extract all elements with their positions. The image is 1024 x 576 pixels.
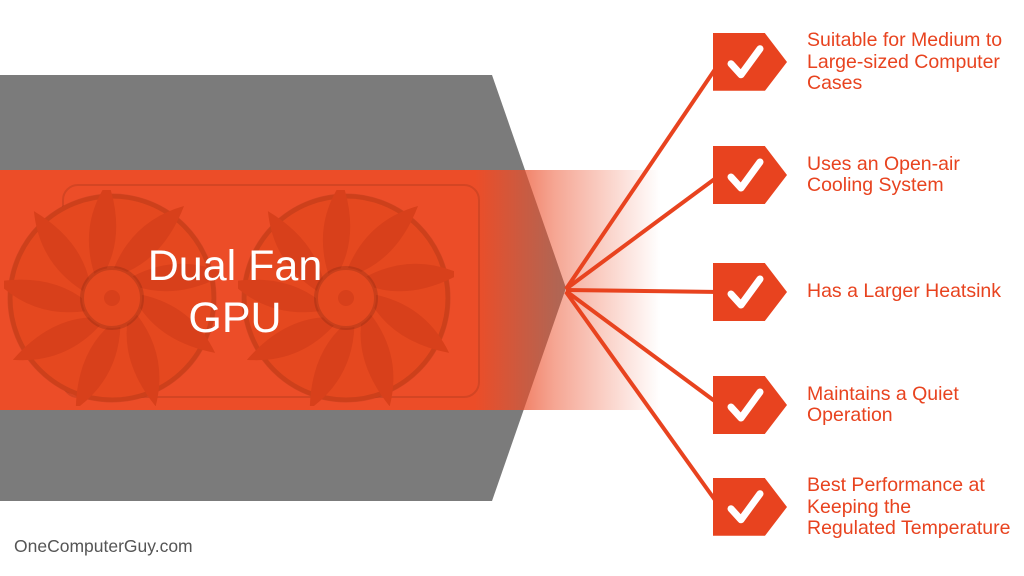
check-icon — [727, 388, 764, 422]
benefit-text: Has a Larger Heatsink — [807, 280, 1002, 303]
check-badge — [713, 478, 787, 536]
gpu-fan-right-icon — [238, 190, 454, 406]
benefit-text: Suitable for Medium to Large-sized Compu… — [807, 28, 1003, 94]
benefit-row: Best Performance at Keeping the Regulate… — [713, 473, 1011, 540]
check-icon — [727, 158, 764, 192]
check-icon — [727, 275, 764, 309]
benefit-row: Suitable for Medium to Large-sized Compu… — [713, 28, 1003, 95]
check-badge — [713, 376, 787, 434]
gpu-title-line1: Dual Fan — [147, 242, 323, 290]
benefit-text: Best Performance at Keeping the Regulate… — [807, 473, 1011, 539]
benefit-row: Has a Larger Heatsink — [713, 263, 1001, 321]
gpu-title: Dual Fan GPU — [100, 240, 370, 345]
benefit-text: Uses an Open-air Cooling System — [807, 152, 960, 196]
gpu-fan-left-icon — [4, 190, 220, 406]
check-icon — [727, 45, 764, 79]
benefit-row: Maintains a Quiet Operation — [713, 376, 959, 434]
benefit-text: Maintains a Quiet Operation — [807, 382, 959, 426]
benefit-row: Uses an Open-air Cooling System — [713, 146, 960, 204]
gpu-title-line2: GPU — [188, 294, 282, 343]
watermark: OneComputerGuy.com — [14, 536, 193, 556]
check-badge — [713, 33, 787, 91]
check-badge — [713, 146, 787, 204]
check-icon — [727, 490, 764, 524]
check-badge — [713, 263, 787, 321]
